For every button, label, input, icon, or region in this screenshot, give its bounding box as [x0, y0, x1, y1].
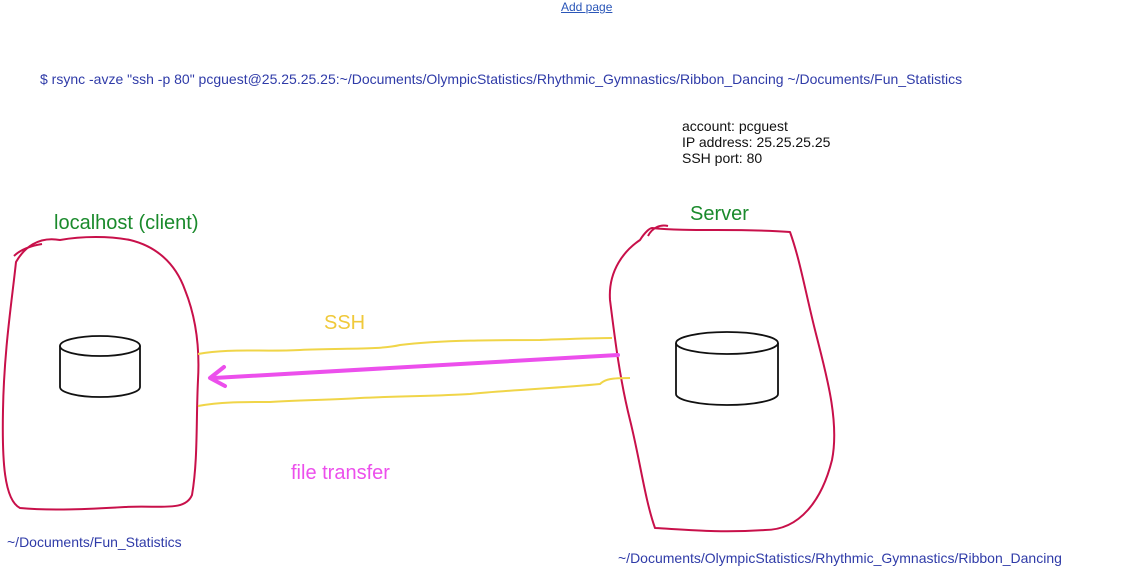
- file-transfer-label: file transfer: [291, 462, 390, 484]
- server-path: ~/Documents/OlympicStatistics/Rhythmic_G…: [618, 550, 1062, 566]
- rsync-command: $ rsync -avze "ssh -p 80" pcguest@25.25.…: [40, 71, 963, 87]
- server-database-icon: [675, 331, 779, 406]
- server-ip-label: IP address: 25.25.25.25: [682, 134, 831, 150]
- server-port-label: SSH port: 80: [682, 150, 763, 166]
- server-info-box: account: pcguest IP address: 25.25.25.25…: [682, 118, 830, 166]
- add-page-link[interactable]: Add page: [561, 0, 613, 14]
- client-path: ~/Documents/Fun_Statistics: [7, 534, 182, 550]
- server-outline-inner: [647, 224, 669, 237]
- client-outline: [1, 236, 200, 511]
- client-database-icon: [59, 335, 141, 398]
- server-outline: [608, 227, 836, 533]
- transfer-arrow-head: [208, 365, 227, 388]
- ssh-tunnel-top-line: [197, 337, 613, 355]
- ssh-tunnel-bottom-line: [197, 377, 631, 407]
- transfer-arrow-shaft: [212, 353, 620, 380]
- client-title: localhost (client): [54, 212, 199, 234]
- ssh-label: SSH: [324, 312, 366, 334]
- client-outline-inner: [13, 243, 43, 257]
- server-title: Server: [690, 203, 749, 225]
- server-account-label: account: pcguest: [682, 118, 788, 134]
